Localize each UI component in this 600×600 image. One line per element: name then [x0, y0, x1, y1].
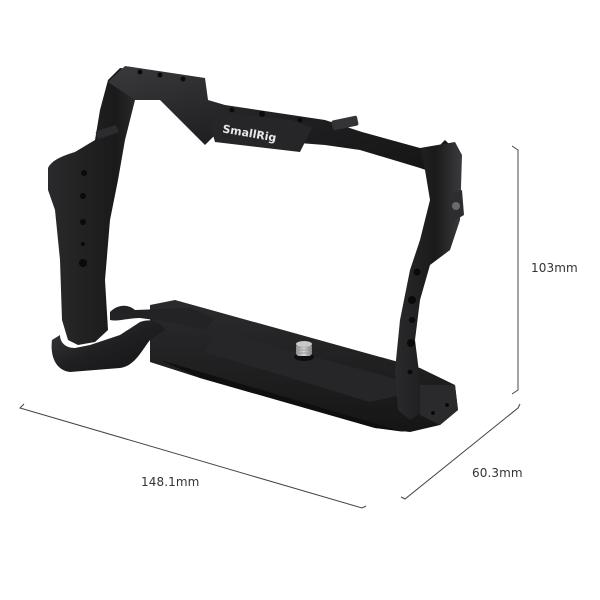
depth-dimension-line [400, 403, 521, 500]
right-upright [395, 142, 464, 425]
height-dimension-line [511, 145, 519, 395]
depth-dimension-label: 60.3mm [472, 466, 523, 480]
dimension-lines [19, 145, 521, 509]
left-upright [48, 68, 160, 345]
width-dimension-line [19, 403, 367, 509]
width-dimension-label: 148.1mm [141, 475, 200, 489]
bottom-plate [150, 300, 458, 432]
height-dimension-label: 103mm [531, 261, 578, 275]
top-bar: SmallRig [108, 66, 460, 175]
left-grip-loop [51, 305, 215, 372]
